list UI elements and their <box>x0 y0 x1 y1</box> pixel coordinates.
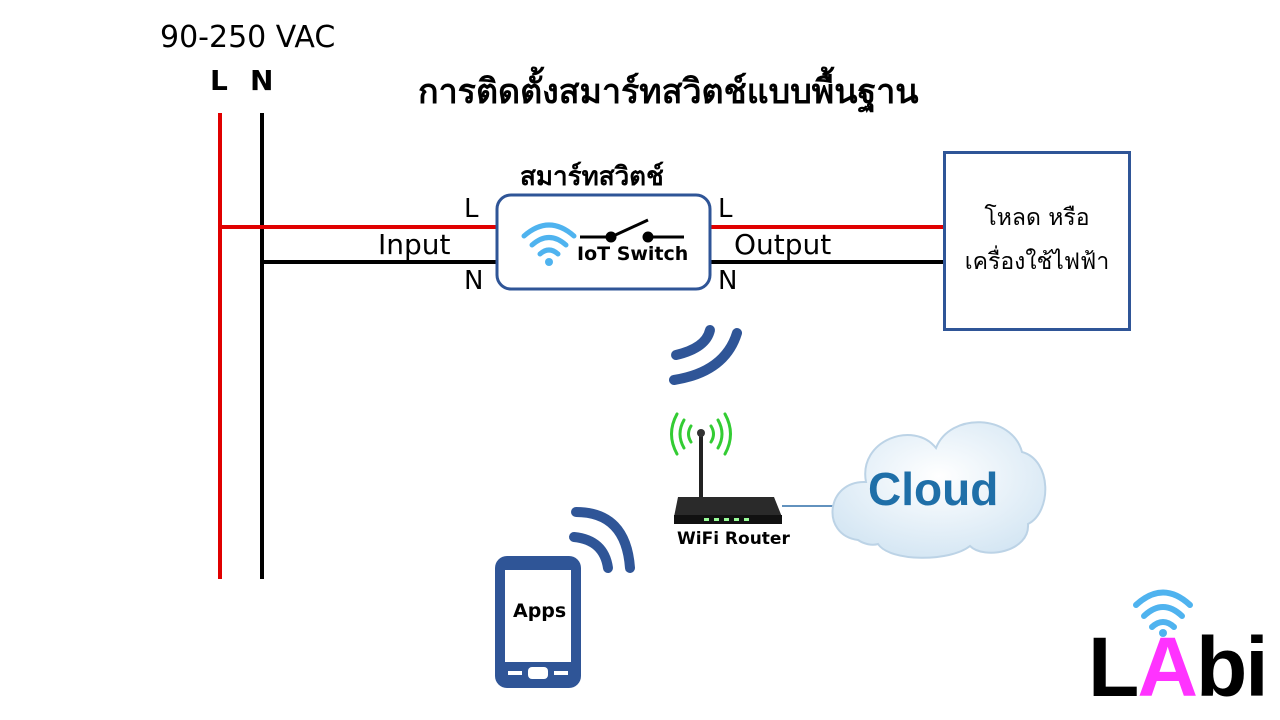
signal-waves-icon <box>669 325 742 385</box>
input-live-label: L <box>464 194 479 224</box>
load-box <box>943 151 1131 331</box>
smart-switch-box <box>495 193 712 291</box>
input-neutral-label: N <box>464 266 484 296</box>
output-live-label: L <box>718 194 733 224</box>
output-neutral-label: N <box>718 266 738 296</box>
supply-voltage-label: 90-250 VAC <box>160 20 336 55</box>
cloud-label: Cloud <box>868 463 999 515</box>
router-icon <box>670 412 782 524</box>
main-live-label: L <box>210 64 228 97</box>
page-title: การติดตั้งสมาร์ทสวิตช์แบบพื้นฐาน <box>418 72 919 112</box>
input-label: Input <box>378 228 451 261</box>
smart-switch-title: สมาร์ทสวิตช์ <box>520 162 664 192</box>
phone-signal-icon <box>569 507 635 573</box>
router-label: WiFi Router <box>677 529 790 549</box>
logo-wifi-dot <box>1159 629 1167 637</box>
switch-symbol-icon <box>580 218 684 243</box>
labi-logo: LAbi <box>1088 620 1269 714</box>
apps-label: Apps <box>513 600 567 622</box>
wifi-icon <box>521 222 577 257</box>
iot-switch-label: IoT Switch <box>577 243 689 265</box>
load-label-line2: เครื่องใช้ไฟฟ้า <box>964 249 1110 275</box>
cloud-icon <box>831 421 1047 559</box>
wifi-dot <box>545 258 553 266</box>
main-neutral-label: N <box>250 64 274 97</box>
load-label-line1: โหลด หรือ <box>984 205 1090 231</box>
output-label: Output <box>734 228 832 261</box>
logo-wifi-icon <box>1133 589 1193 630</box>
phone-icon <box>495 556 581 688</box>
